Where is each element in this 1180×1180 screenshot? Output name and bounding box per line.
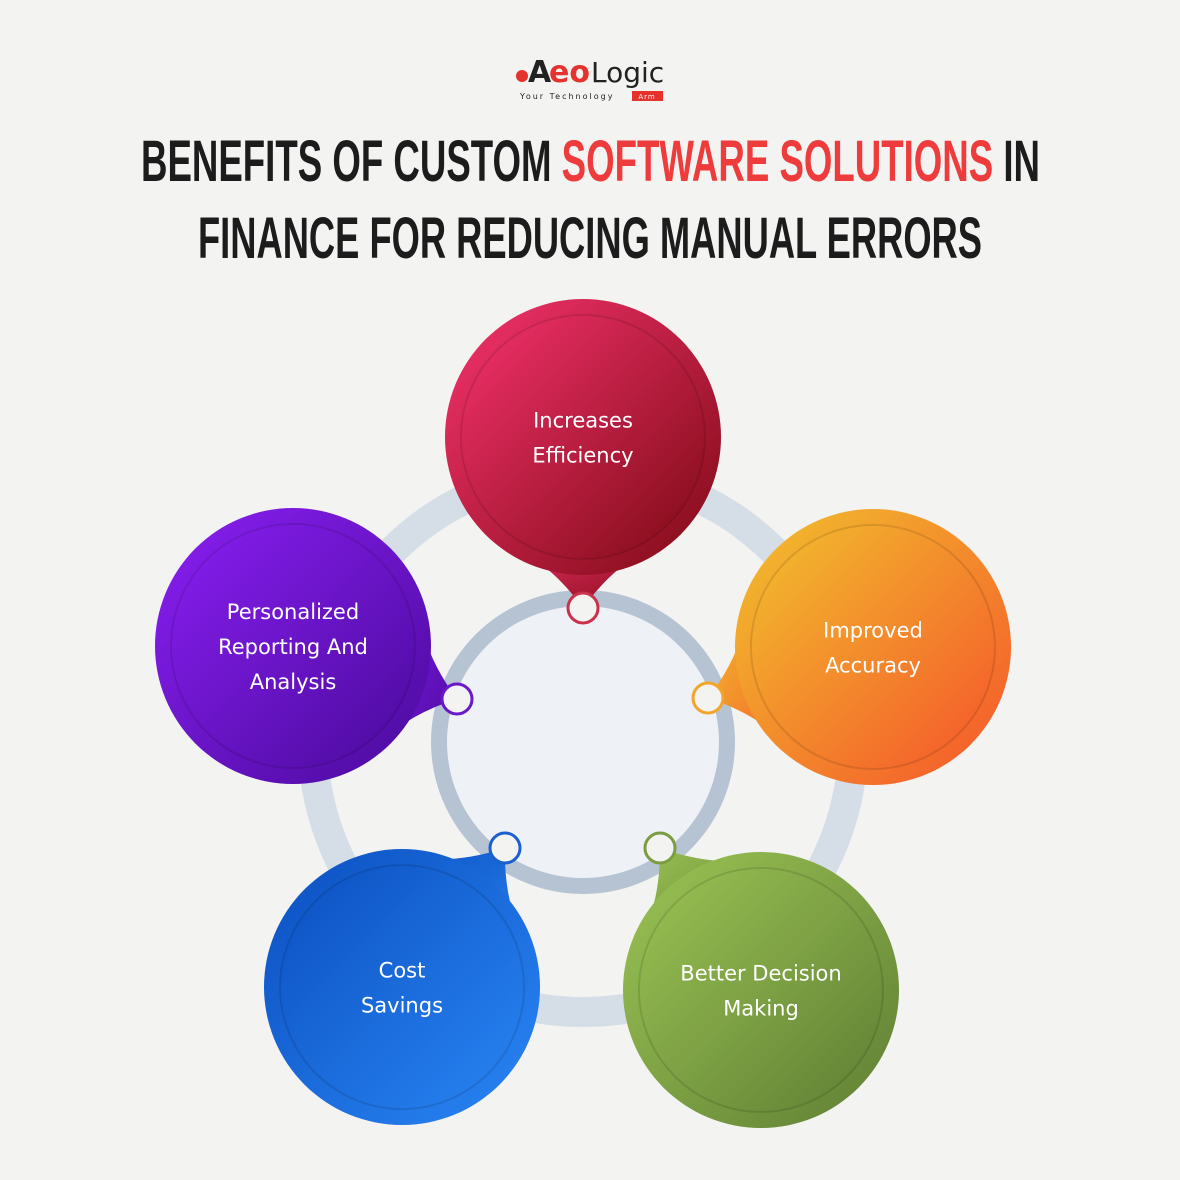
benefit-label: Making xyxy=(723,997,799,1021)
bubble-inner xyxy=(638,867,884,1113)
bubble-inner xyxy=(750,524,996,770)
benefit-label: Reporting And xyxy=(218,635,368,659)
benefit-label: Accuracy xyxy=(825,654,921,678)
page-title-line2: FINANCE FOR REDUCING MANUAL ERRORS xyxy=(198,206,982,271)
connector-ring xyxy=(440,682,474,716)
benefit-label: Personalized xyxy=(227,600,359,624)
connector-ring xyxy=(488,831,522,865)
benefit-label: Better Decision xyxy=(680,962,841,986)
connector-ring xyxy=(643,831,677,865)
svg-text:eo: eo xyxy=(549,55,590,90)
center-circle xyxy=(447,606,719,878)
logo: A eo Logic Your Technology Arm xyxy=(516,55,664,101)
page-title-line1: BENEFITS OF CUSTOM SOFTWARE SOLUTIONS IN xyxy=(141,129,1040,194)
benefit-label: Savings xyxy=(361,994,443,1018)
logo-dot-icon xyxy=(516,70,528,82)
svg-text:Arm: Arm xyxy=(638,93,655,101)
bubble-inner xyxy=(279,864,525,1110)
benefit-label: Increases xyxy=(533,409,633,433)
benefit-label: Analysis xyxy=(250,670,337,694)
connector-ring xyxy=(566,591,600,625)
benefit-label: Improved xyxy=(823,619,923,643)
svg-text:Your Technology: Your Technology xyxy=(519,92,614,101)
bubble-inner xyxy=(170,523,416,769)
bubble-inner xyxy=(460,314,706,560)
benefit-label: Cost xyxy=(379,959,426,983)
connector-ring xyxy=(691,681,725,715)
benefit-label: Efficiency xyxy=(532,444,633,468)
svg-text:Logic: Logic xyxy=(591,56,664,89)
svg-text:A: A xyxy=(528,55,552,90)
